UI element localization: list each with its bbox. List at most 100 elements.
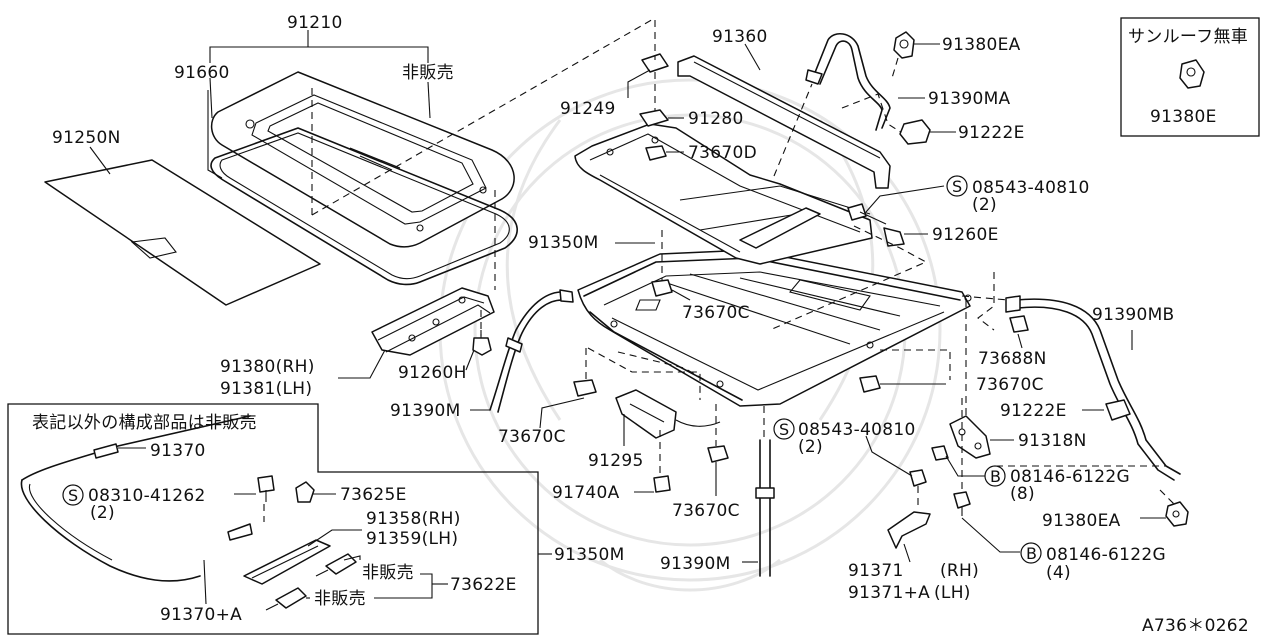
- symbol-s-bottom-text: S: [779, 420, 789, 439]
- label-91380e: 91380E: [1150, 107, 1217, 127]
- sunshade-panel: [44, 159, 321, 306]
- bracket-91318n: [949, 415, 991, 459]
- label-91371: 91371: [848, 561, 904, 581]
- nut-73670c-c: [573, 379, 597, 397]
- label-91390mb: 91390MB: [1092, 305, 1175, 325]
- inset-title: 表記以外の構成部品は非販売: [32, 413, 257, 433]
- drain-hose-mb: [1005, 295, 1181, 481]
- label-73625e: 73625E: [340, 485, 407, 505]
- label-91380ea-bottom: 91380EA: [1042, 511, 1121, 531]
- label-08146-a: 08146-6122G: [1010, 467, 1130, 487]
- label-not-sold-b: 非販売: [314, 589, 366, 609]
- sunshade-assembly-inset: [20, 415, 253, 582]
- symbol-s-inset: [62, 484, 84, 506]
- glass-lid-assembly: [210, 71, 518, 286]
- label-91350m-mid: 91350M: [528, 233, 599, 253]
- slide-91358: [243, 539, 331, 585]
- label-91370: 91370: [150, 441, 206, 461]
- label-08310: 08310-41262: [88, 486, 206, 506]
- label-91660: 91660: [174, 63, 230, 83]
- label-73670c-b: 73670C: [976, 375, 1044, 395]
- label-91260e: 91260E: [932, 225, 999, 245]
- bolt-91740a: [653, 475, 671, 493]
- label-91250n: 91250N: [52, 128, 121, 148]
- label-08543-bottom-qty: (2): [798, 437, 823, 457]
- no-sunroof-box: [1120, 17, 1260, 137]
- nut-73670c-d: [707, 445, 729, 463]
- nut-73670c-a: [651, 279, 673, 297]
- label-not-sold-top: 非販売: [402, 63, 454, 83]
- label-91371-rh: (RH): [940, 561, 979, 581]
- label-73670d: 73670D: [688, 143, 757, 163]
- symbol-s-bottom: [773, 418, 795, 440]
- label-91358rh: 91358(RH): [366, 509, 461, 529]
- wind-deflector-bar: [677, 55, 891, 189]
- label-91260h: 91260H: [398, 363, 467, 383]
- label-08543-top-qty: (2): [972, 195, 997, 215]
- clip-91222e-top: [899, 119, 931, 145]
- label-91380rh: 91380(RH): [220, 357, 315, 377]
- clip-91380ea-top: [893, 31, 915, 59]
- symbol-s-top: [946, 175, 968, 197]
- label-91390ma: 91390MA: [928, 89, 1011, 109]
- label-91222e-right: 91222E: [1000, 401, 1067, 421]
- label-91295: 91295: [588, 451, 644, 471]
- clip-73625e: [295, 481, 315, 503]
- screw-08310: [257, 475, 275, 502]
- grommet-91260e: [883, 227, 905, 247]
- label-73670c-a: 73670C: [682, 303, 750, 323]
- label-no-sunroof: サンルーフ無車: [1128, 27, 1248, 47]
- label-91381lh: 91381(LH): [220, 379, 312, 399]
- bolt-08543-bottom: [909, 469, 927, 487]
- label-91360: 91360: [712, 27, 768, 47]
- bracket-91371: [887, 511, 931, 549]
- label-91359lh: 91359(LH): [366, 529, 458, 549]
- label-91390m-a: 91390M: [390, 401, 461, 421]
- symbol-b-b-text: B: [1026, 544, 1037, 563]
- drive-motor-91295: [615, 389, 721, 439]
- drain-hose-ma: [805, 33, 891, 131]
- clip-73688n: [1009, 315, 1029, 333]
- clip-91380e: [1179, 59, 1205, 89]
- nut-73670d: [645, 145, 667, 161]
- label-91371a: 91371+A: [848, 583, 930, 603]
- label-73622e: 73622E: [450, 575, 517, 595]
- side-rail-bracket: [371, 287, 495, 356]
- nut-73670c-b: [859, 375, 881, 393]
- label-not-sold-a: 非販売: [362, 563, 414, 583]
- label-91350m-inset: 91350M: [554, 545, 625, 565]
- symbol-s-top-text: S: [952, 177, 962, 196]
- label-73670c-c: 73670C: [498, 427, 566, 447]
- clip-91380ea-bottom: [1165, 501, 1189, 527]
- diagram-code: A736＊0262: [1142, 616, 1249, 636]
- label-73688n: 73688N: [978, 349, 1047, 369]
- label-91210: 91210: [287, 13, 343, 33]
- drain-hose-vertical: [755, 439, 775, 577]
- bracket-91249: [641, 53, 669, 73]
- label-91380ea-top: 91380EA: [942, 35, 1021, 55]
- label-08310-qty: (2): [90, 503, 115, 523]
- label-91222e-top: 91222E: [958, 123, 1025, 143]
- label-91740a: 91740A: [552, 483, 620, 503]
- label-08543-top: 08543-40810: [972, 178, 1090, 198]
- bracket-91280: [639, 109, 669, 127]
- drain-hose-left: [489, 289, 574, 413]
- label-91280: 91280: [688, 109, 744, 129]
- clip-91260h: [472, 330, 492, 356]
- label-91390m-b: 91390M: [660, 554, 731, 574]
- symbol-b-a: [984, 465, 1006, 487]
- components-inset-box: [7, 403, 539, 635]
- bolt-08543-top: [847, 203, 887, 225]
- symbol-b-a-text: B: [990, 467, 1001, 486]
- label-08543-bottom: 08543-40810: [798, 420, 916, 440]
- label-73670c-d: 73670C: [672, 501, 740, 521]
- bolt-08146-a: [931, 445, 949, 461]
- label-91249: 91249: [560, 99, 616, 119]
- label-08146-a-qty: (8): [1010, 484, 1035, 504]
- label-91371a-lh: (LH): [934, 583, 971, 603]
- label-08146-b-qty: (4): [1046, 563, 1071, 583]
- symbol-b-b: [1020, 542, 1042, 564]
- bolt-08146-b: [953, 491, 971, 516]
- symbol-s-inset-text: S: [68, 486, 78, 505]
